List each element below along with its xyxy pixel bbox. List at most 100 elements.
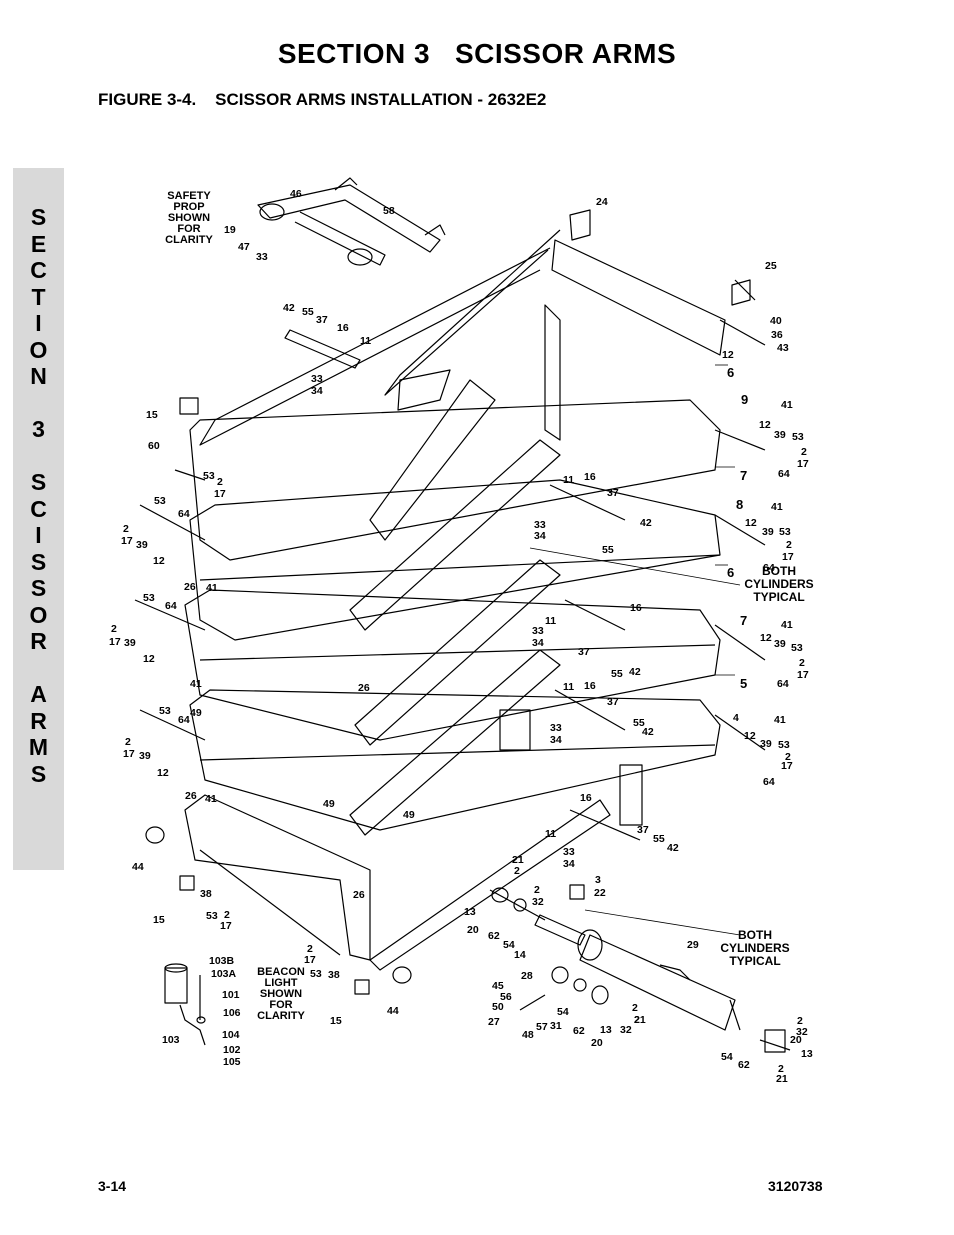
callout-number: 105 <box>223 1056 241 1068</box>
callout-number: 55 <box>611 668 623 680</box>
callout-number: 6 <box>727 365 734 380</box>
callout-number: 17 <box>121 535 133 547</box>
callout-number: 22 <box>594 887 606 899</box>
callout-number: 33 <box>311 373 323 385</box>
callout-number: 39 <box>760 738 772 750</box>
callout-number: 64 <box>165 600 177 612</box>
callout-number: 12 <box>759 419 771 431</box>
callout-number: 7 <box>740 613 747 628</box>
callout-number: 33 <box>532 625 544 637</box>
callout-number: 40 <box>770 315 782 327</box>
callout-number: 31 <box>550 1020 562 1032</box>
callout-number: 37 <box>607 487 619 499</box>
callout-number: 13 <box>801 1048 813 1060</box>
callout-number: 37 <box>578 646 590 658</box>
callout-number: 58 <box>383 205 395 217</box>
lift-cylinder-drawing <box>577 929 741 1031</box>
side-tab-letter: T <box>31 283 46 310</box>
leader-lines <box>529 364 741 936</box>
callout-number: 7 <box>740 468 747 483</box>
callout-number: 38 <box>200 888 212 900</box>
callout-number: 42 <box>642 726 654 738</box>
callout-number: 41 <box>206 582 218 594</box>
callout-number: 16 <box>584 680 596 692</box>
figure-title: FIGURE 3-4. SCISSOR ARMS INSTALLATION - … <box>98 90 547 109</box>
callout-number: 37 <box>316 314 328 326</box>
page-number: 3-14 <box>98 1178 127 1194</box>
callout-number: 43 <box>777 342 789 354</box>
side-tab-letter: C <box>30 257 47 283</box>
callout-number: 53 <box>791 642 803 654</box>
callout-number: 17 <box>797 669 809 681</box>
callout-number: 26 <box>358 682 370 694</box>
callout-number: 53 <box>310 968 322 980</box>
callout-number: 62 <box>573 1025 585 1037</box>
callout-number: 15 <box>330 1015 342 1027</box>
side-tab-letter: O <box>29 601 48 628</box>
safety-prop-note: SAFETY PROP SHOWN FOR CLARITY <box>165 190 213 246</box>
callout-number: 41 <box>190 678 202 690</box>
callout-number: 21 <box>512 854 524 866</box>
callout-number: 54 <box>557 1006 569 1018</box>
callout-number: 26 <box>184 581 196 593</box>
callout-number: 19 <box>224 224 236 236</box>
side-tab-letter: S <box>30 204 47 230</box>
callout-number: 55 <box>633 717 645 729</box>
callout-number: 2 <box>778 1063 784 1075</box>
callout-number: 2 <box>797 1015 803 1027</box>
side-tab-letter: M <box>28 734 49 760</box>
callout-number: 55 <box>302 306 314 318</box>
callout-number: 27 <box>488 1016 500 1028</box>
callout-number: 26 <box>185 790 197 802</box>
side-tab-letter: O <box>29 336 48 363</box>
callout-number: 103A <box>211 968 237 980</box>
side-tab-letter: 3 <box>32 416 45 442</box>
callout-number: 2 <box>123 523 129 535</box>
page-title: SECTION 3 SCISSOR ARMS <box>277 38 677 69</box>
callout-number: 53 <box>159 705 171 717</box>
callout-number: 34 <box>532 637 544 649</box>
side-tab-letter: R <box>30 628 47 654</box>
callout-number: 2 <box>125 736 131 748</box>
callout-number: 11 <box>563 474 574 486</box>
callout-number: 64 <box>178 714 190 726</box>
callout-number: 45 <box>492 980 504 992</box>
callout-number: 39 <box>124 637 136 649</box>
cylinder-end-hardware <box>489 884 791 1053</box>
callout-number: 16 <box>580 792 592 804</box>
callout-number: 32 <box>532 896 544 908</box>
callout-number: 34 <box>311 385 323 397</box>
callout-number: 54 <box>721 1051 733 1063</box>
callout-number: 46 <box>290 188 302 200</box>
callout-number: 41 <box>205 793 217 805</box>
callout-number: 2 <box>514 865 520 877</box>
callout-number: 17 <box>781 760 793 772</box>
callout-number: 64 <box>778 468 790 480</box>
callout-number: 2 <box>224 909 230 921</box>
callout-number: 17 <box>123 748 135 760</box>
callout-number: 2 <box>217 476 223 488</box>
callout-number: 62 <box>488 930 500 942</box>
callout-number: 104 <box>222 1029 240 1041</box>
callout-number: 26 <box>353 889 365 901</box>
side-tab-letter: I <box>35 310 42 336</box>
callout-number: 25 <box>765 260 777 272</box>
callout-number: 17 <box>214 488 226 500</box>
side-tab-letter: S <box>30 760 47 787</box>
callout-number: 103B <box>209 955 235 967</box>
callout-number: 103 <box>162 1034 180 1046</box>
callout-number: 64 <box>763 562 775 574</box>
callout-number: 15 <box>146 409 158 421</box>
callout-number: 42 <box>629 666 641 678</box>
callout-number: 13 <box>600 1024 612 1036</box>
callout-number: 12 <box>760 632 772 644</box>
safety-prop-drawing <box>257 177 446 266</box>
callout-number: 54 <box>503 939 515 951</box>
callout-number: 53 <box>203 470 215 482</box>
callout-number: 57 <box>536 1021 548 1033</box>
callout-number: 16 <box>584 471 596 483</box>
callout-number: 102 <box>223 1044 241 1056</box>
callout-number: 17 <box>797 458 809 470</box>
